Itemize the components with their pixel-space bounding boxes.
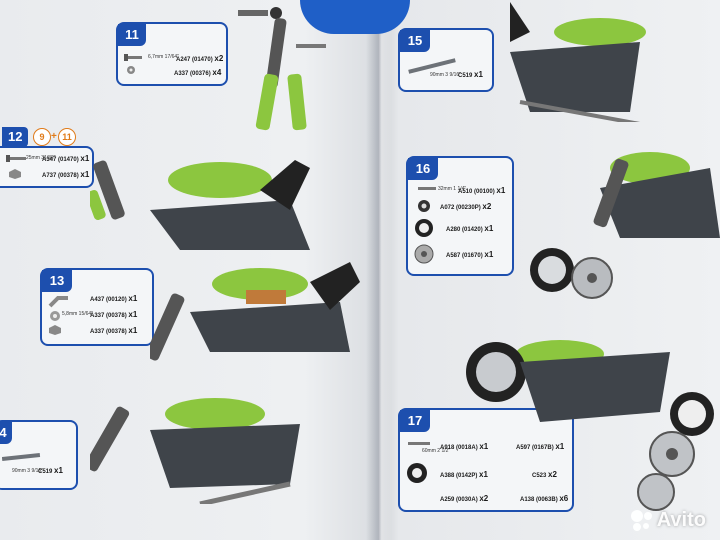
part-code: C519 x1 — [38, 466, 63, 475]
axle-icon — [418, 187, 436, 190]
step-11-fork-illustration — [238, 7, 326, 131]
nut-icon — [49, 325, 61, 335]
step-number: 17 — [400, 410, 430, 432]
part-code: A247 (01470) x2 — [176, 54, 224, 63]
avito-watermark: Avito — [630, 509, 706, 532]
step-number: 16 — [408, 158, 438, 180]
axle-icon — [408, 442, 430, 445]
ref-step-badge: 11 — [58, 128, 76, 146]
part-code: A437 (00120) x1 — [90, 294, 138, 303]
step-number: 15 — [400, 30, 430, 52]
step-14-motorcycle-illustration — [90, 398, 300, 504]
nut-icon — [9, 169, 21, 179]
blue-page-header — [300, 0, 410, 34]
screw-icon — [124, 54, 142, 74]
part-code: A597 (0167B) x1 — [516, 442, 565, 451]
part-size: 6,7mm 17/64" — [148, 54, 179, 60]
part-size: 32mm 1 1/4" — [438, 186, 467, 192]
rod-icon — [408, 58, 456, 74]
step-15-motorcycle-illustration — [510, 2, 646, 122]
ref-step-badge: 9 — [33, 128, 51, 146]
part-size: 90mm 3 9/16" — [430, 72, 461, 78]
part-code: A280 (01420) x1 — [446, 224, 494, 233]
part-code: A347 (01470) x1 — [42, 154, 90, 163]
step-number: 13 — [42, 270, 72, 292]
step-14-parts-box: 4 90mm 3 9/16" C519 x1 — [0, 420, 78, 490]
step-17-motorcycle-illustration — [466, 340, 714, 511]
step-16-parts-box: 16 32mm 1 1/4" A510 (00100) x1 A072 (002… — [406, 156, 514, 276]
part-code: A259 (0030A) x2 — [440, 494, 489, 503]
step-number: 4 — [0, 422, 12, 444]
part-size: 90mm 3 9/16" — [12, 468, 43, 474]
step-13-motorcycle-illustration — [150, 262, 360, 361]
step-number: 11 — [118, 24, 146, 46]
part-code: C523 x2 — [532, 470, 557, 479]
step-17-parts-box: 17 60mm 2 1/2" A918 (0018A) x1 A597 (016… — [398, 408, 574, 512]
axle-icon — [6, 155, 26, 162]
step-11-parts-box: 11 6,7mm 17/64" A247 (01470) x2 A337 (00… — [116, 22, 228, 86]
tire-icon — [407, 463, 427, 483]
spacer-icon — [418, 200, 430, 212]
rod-icon — [2, 453, 41, 461]
part-size: 5,8mm 15/64" — [62, 311, 93, 317]
part-code: A138 (0063B) x6 — [520, 494, 569, 503]
step-12-parts-box: 25mm 31/32" A347 (01470) x1 A737 (00378)… — [0, 146, 94, 188]
part-code: A388 (0142P) x1 — [440, 470, 488, 479]
step-13-parts-box: 13 A437 (00120) x1 5,8mm 15/64" A337 (00… — [40, 268, 154, 346]
step-15-parts-box: 15 90mm 3 9/16" C519 x1 — [398, 28, 494, 92]
plus-sign: + — [51, 131, 57, 142]
part-code: A587 (01670) x1 — [446, 250, 494, 259]
step-16-motorcycle-illustration — [530, 152, 720, 299]
part-size: 60mm 2 1/2" — [422, 448, 451, 454]
avito-logo-icon — [630, 509, 653, 532]
part-code: A737 (00378) x1 — [42, 170, 90, 179]
step-12-number: 12 — [2, 127, 29, 147]
part-code: A918 (0018A) x1 — [440, 442, 489, 451]
part-code: A072 (00230P) x2 — [440, 202, 492, 211]
washer-icon — [50, 311, 60, 321]
part-code: A337 (00378) x1 — [90, 326, 138, 335]
tire-icon — [415, 219, 433, 237]
watermark-text: Avito — [656, 509, 706, 531]
part-code: C519 x1 — [458, 70, 483, 79]
part-code: A337 (00378) x1 — [90, 310, 138, 319]
part-code: A337 (00376) x4 — [174, 68, 222, 77]
bracket-icon — [48, 296, 68, 308]
booklet-spine — [366, 0, 392, 540]
wheel-hub-icon — [414, 244, 434, 264]
step-12-motorcycle-illustration — [90, 160, 310, 250]
part-size: 25mm 31/32" — [26, 155, 56, 161]
part-code: A510 (00100) x1 — [458, 186, 506, 195]
